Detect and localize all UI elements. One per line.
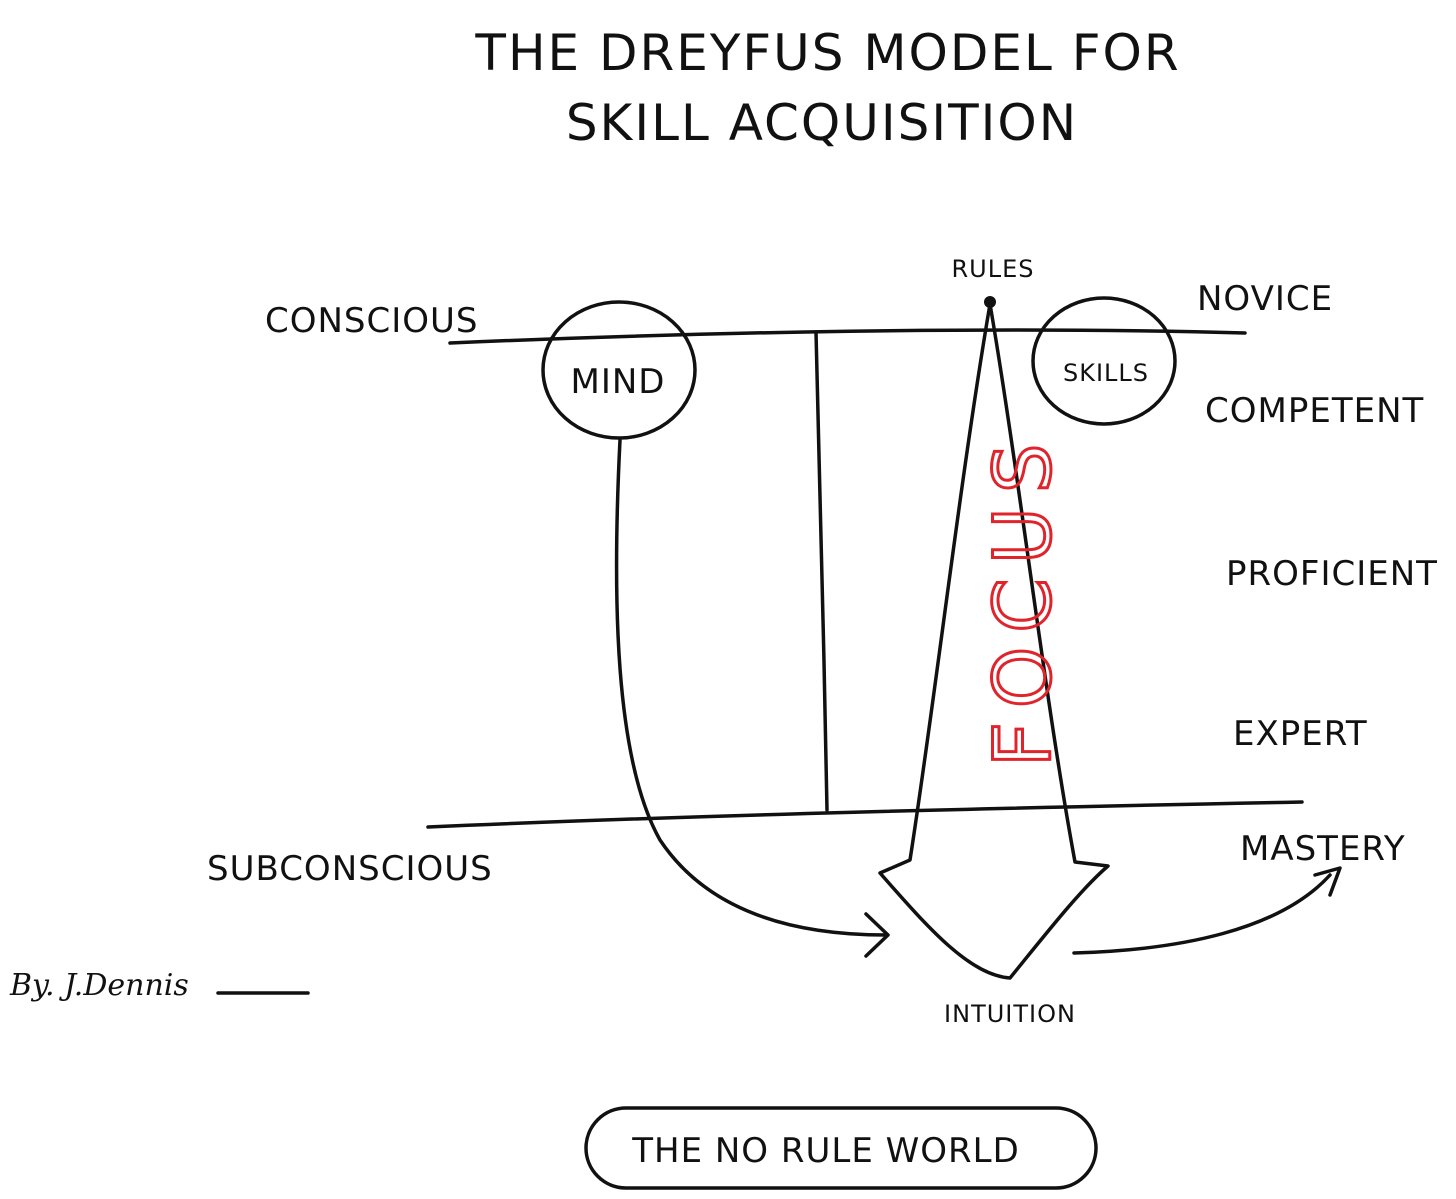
vertical-divider: [814, 330, 829, 812]
stage-label: EXPERT: [1233, 714, 1368, 754]
rules-label: RULES: [951, 255, 1034, 283]
stage-label: NOVICE: [1197, 279, 1333, 319]
mind-to-intuition-arrow: [614, 438, 888, 937]
skills-circle: [1031, 296, 1177, 426]
intuition-label: INTUITION: [944, 1000, 1076, 1028]
mind-label: MIND: [571, 362, 666, 402]
mind-circle: [541, 300, 697, 440]
stage-label: MASTERY: [1240, 829, 1406, 869]
intuition-to-mastery-arrowhead: [1313, 866, 1342, 897]
skills-label: SKILLS: [1063, 359, 1149, 387]
footer-pill: [584, 1106, 1098, 1190]
focus-arrow: [878, 302, 1110, 980]
conscious-label: CONSCIOUS: [265, 301, 479, 341]
stage-label: COMPETENT: [1205, 391, 1424, 431]
author-signature: By. J.Dennis: [9, 968, 189, 1003]
subconscious-label: SUBCONSCIOUS: [207, 849, 493, 889]
title-line-1: THE DREYFUS MODEL FOR: [474, 24, 1180, 82]
subconscious-line: [426, 800, 1304, 829]
conscious-line: [448, 328, 1247, 345]
footer-label: THE NO RULE WORLD: [631, 1131, 1020, 1171]
mind-to-intuition-arrowhead: [864, 912, 890, 958]
intuition-to-mastery-arrow: [1072, 873, 1332, 955]
stage-label: PROFICIENT: [1226, 554, 1438, 594]
rules-point: [984, 296, 996, 308]
title-line-2: SKILL ACQUISITION: [566, 94, 1078, 152]
focus-label: FOCUS: [979, 430, 1069, 767]
